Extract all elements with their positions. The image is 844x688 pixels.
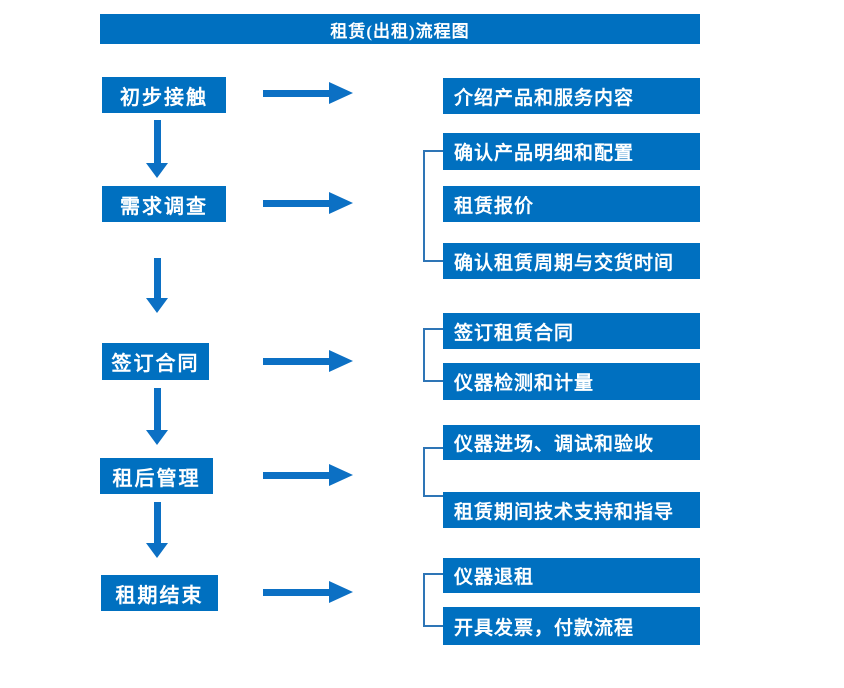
stage-box-initial-contact: 初步接触 bbox=[102, 77, 226, 113]
group-bracket-demand-survey bbox=[423, 150, 445, 262]
right-arrow-3 bbox=[263, 350, 353, 372]
detail-box-introduce-products: 介绍产品和服务内容 bbox=[443, 78, 700, 114]
stage-box-contract-signing: 签订合同 bbox=[102, 343, 209, 380]
right-arrow-1 bbox=[263, 82, 353, 104]
flowchart-title: 租赁(出租)流程图 bbox=[100, 14, 700, 44]
stage-box-demand-survey: 需求调查 bbox=[102, 186, 226, 222]
down-arrow-3-shaft bbox=[153, 388, 161, 430]
right-arrow-1-head bbox=[329, 82, 353, 104]
down-arrow-4-shaft bbox=[153, 502, 161, 543]
right-arrow-5-shaft bbox=[263, 588, 329, 596]
right-arrow-2-head bbox=[329, 192, 353, 214]
down-arrow-2-shaft bbox=[153, 258, 161, 298]
down-arrow-2-head bbox=[146, 298, 168, 313]
stage-box-rental-period-end: 租期结束 bbox=[101, 575, 218, 611]
down-arrow-4 bbox=[146, 502, 168, 558]
detail-box-rental-quotation: 租赁报价 bbox=[443, 186, 700, 222]
detail-box-confirm-rental-period: 确认租赁周期与交货时间 bbox=[443, 243, 700, 279]
down-arrow-3 bbox=[146, 388, 168, 445]
right-arrow-3-head bbox=[329, 350, 353, 372]
down-arrow-1-shaft bbox=[153, 120, 161, 163]
group-bracket-post-rental-management bbox=[423, 447, 445, 497]
down-arrow-4-head bbox=[146, 543, 168, 558]
right-arrow-5-head bbox=[329, 581, 353, 603]
group-bracket-rental-period-end bbox=[423, 573, 445, 627]
detail-box-invoice-payment: 开具发票，付款流程 bbox=[443, 607, 700, 645]
right-arrow-3-shaft bbox=[263, 357, 329, 365]
right-arrow-2 bbox=[263, 192, 353, 214]
detail-box-confirm-product-details: 确认产品明细和配置 bbox=[443, 133, 700, 170]
down-arrow-1 bbox=[146, 120, 168, 178]
stage-box-post-rental-management: 租后管理 bbox=[100, 458, 213, 494]
detail-box-sign-rental-contract: 签订租赁合同 bbox=[443, 313, 700, 349]
right-arrow-4-head bbox=[329, 464, 353, 486]
detail-box-instrument-setup: 仪器进场、调试和验收 bbox=[443, 425, 700, 460]
down-arrow-1-head bbox=[146, 163, 168, 178]
group-bracket-contract-signing bbox=[423, 328, 445, 382]
detail-box-instrument-return: 仪器退租 bbox=[443, 558, 700, 593]
right-arrow-2-shaft bbox=[263, 199, 329, 207]
detail-box-instrument-testing: 仪器检测和计量 bbox=[443, 363, 700, 400]
right-arrow-1-shaft bbox=[263, 89, 329, 97]
right-arrow-4-shaft bbox=[263, 471, 329, 479]
down-arrow-3-head bbox=[146, 430, 168, 445]
right-arrow-4 bbox=[263, 464, 353, 486]
detail-box-technical-support: 租赁期间技术支持和指导 bbox=[443, 492, 700, 528]
down-arrow-2 bbox=[146, 258, 168, 313]
right-arrow-5 bbox=[263, 581, 353, 603]
